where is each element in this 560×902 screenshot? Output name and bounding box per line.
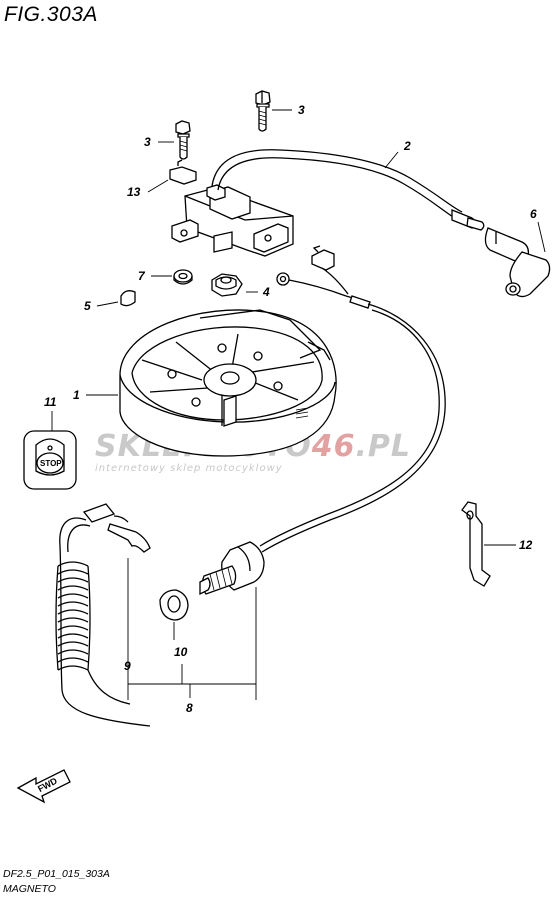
callout-1: 1 (73, 388, 80, 402)
callout-11: 11 (44, 395, 57, 409)
ignition-coil (171, 184, 294, 257)
watermark-tagline: internetowy sklep motocyklowy (95, 463, 283, 474)
callout-12: 12 (519, 538, 533, 552)
callout-5: 5 (84, 299, 91, 313)
stop-lead-wire (259, 303, 446, 553)
watermark-brand-d: .PL (356, 429, 412, 464)
stop-switch-part-8 (199, 541, 265, 596)
ground-connector (276, 245, 371, 309)
stop-text: STOP (40, 459, 62, 468)
spark-plug-cap-part-6 (484, 227, 551, 298)
clamp-part-13 (169, 159, 197, 185)
forward-direction-arrow: FWD (16, 769, 71, 804)
stop-label-part-11: STOP (23, 430, 77, 490)
figure-title: FIG.303A (4, 3, 98, 26)
callout-8: 8 (186, 701, 193, 715)
callout-7: 7 (138, 269, 146, 283)
nut-part-10 (159, 589, 189, 621)
high-tension-cord-part-2 (211, 149, 485, 231)
washer-part-7 (173, 269, 193, 285)
callout-3-upper: 3 (298, 103, 305, 117)
callout-10: 10 (174, 645, 188, 659)
bolt-left-part-3 (175, 120, 191, 160)
bracket-part-12 (461, 501, 491, 587)
figure-code: DF2.5_P01_015_303A (3, 868, 110, 880)
callout-3-left: 3 (144, 135, 151, 149)
callout-6: 6 (530, 207, 537, 221)
callout-2: 2 (403, 139, 411, 153)
callout-13: 13 (127, 185, 141, 199)
nut-part-4 (211, 273, 243, 297)
bolt-upper-part-3 (255, 90, 271, 132)
lanyard-cord-part-9 (55, 503, 151, 727)
key-part-5 (120, 290, 136, 307)
flywheel-part-1 (119, 309, 337, 457)
callout-4: 4 (262, 285, 270, 299)
figure-name: MAGNETO (3, 883, 56, 895)
callout-9: 9 (124, 659, 131, 673)
watermark-brand-c: 46 (311, 429, 356, 464)
